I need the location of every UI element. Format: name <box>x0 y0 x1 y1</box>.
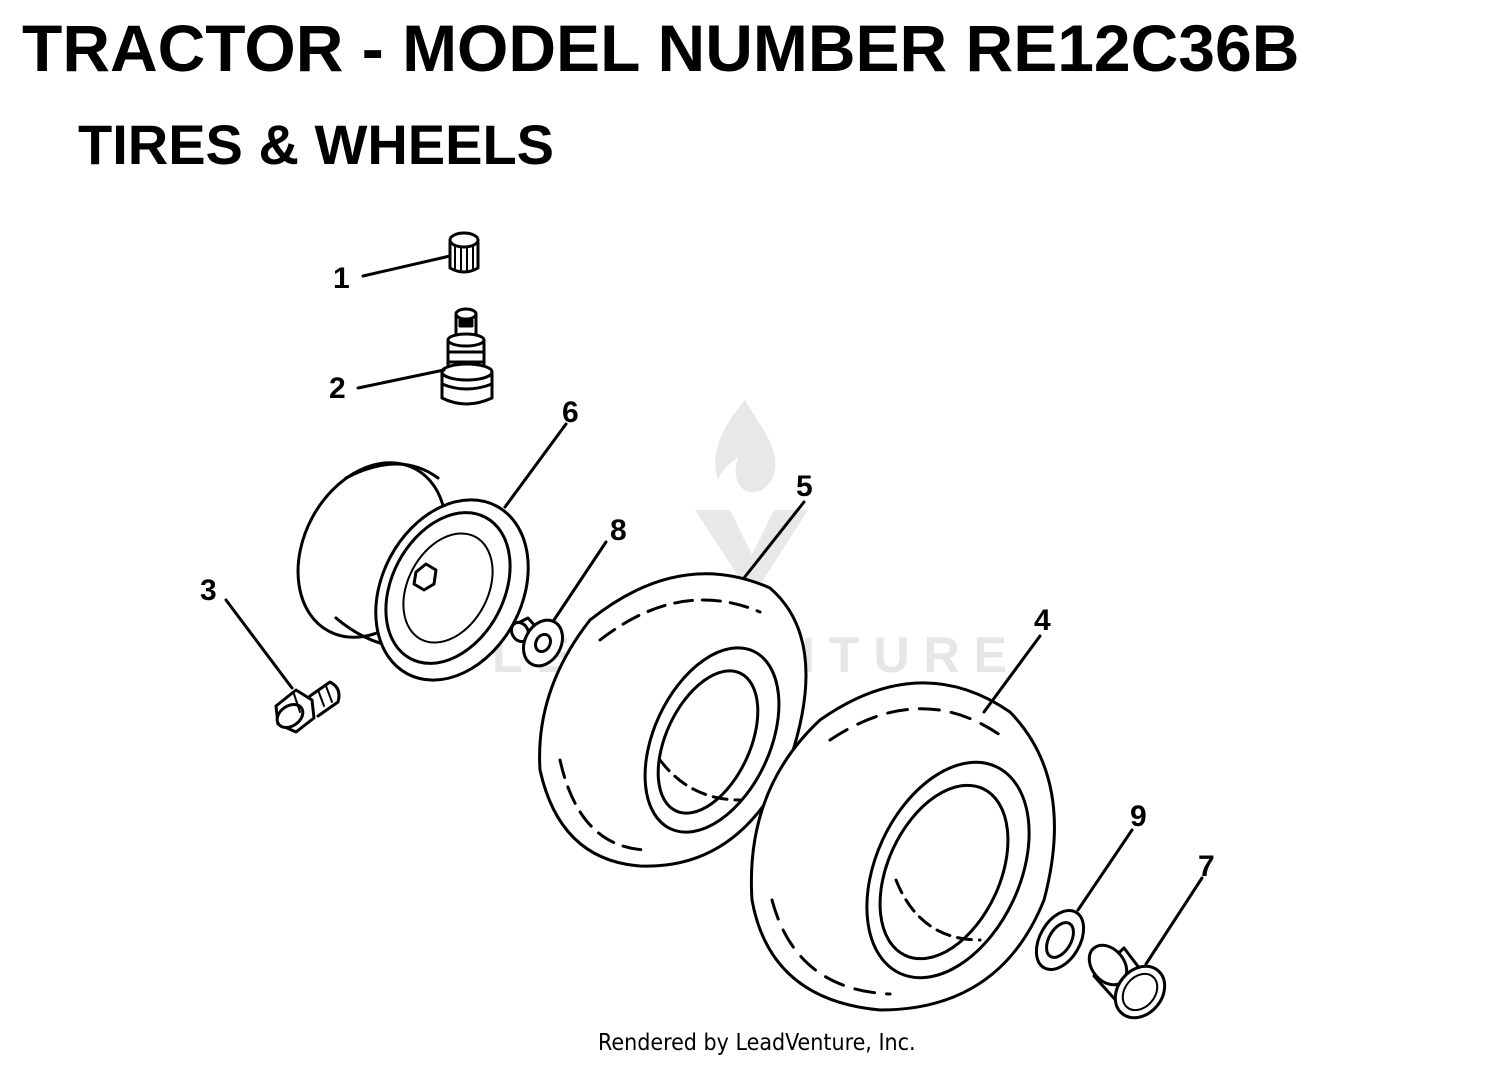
page-title: TRACTOR - MODEL NUMBER RE12C36B <box>22 11 1300 85</box>
bushing-icon <box>509 616 564 668</box>
valve-cap-icon <box>448 231 480 274</box>
leader-line-5 <box>742 500 806 580</box>
leader-line-4 <box>982 634 1042 714</box>
leader-line-8 <box>552 540 608 622</box>
washer-icon <box>1034 909 1086 971</box>
wheel-rim-icon <box>296 461 530 682</box>
callout-7: 7 <box>1198 850 1215 883</box>
callout-4: 4 <box>1034 604 1051 637</box>
leader-line-3 <box>224 598 294 690</box>
callout-6: 6 <box>562 396 579 429</box>
callout-8: 8 <box>610 514 627 547</box>
callout-2: 2 <box>329 372 346 405</box>
leader-line-2 <box>356 368 446 390</box>
callout-5: 5 <box>796 470 813 503</box>
callout-1: 1 <box>333 262 350 295</box>
leader-line-9 <box>1076 828 1134 912</box>
callout-9: 9 <box>1130 800 1147 833</box>
footer-credit: Rendered by LeadVenture, Inc. <box>598 1030 916 1056</box>
callout-3: 3 <box>200 574 217 607</box>
leader-line-7 <box>1144 876 1204 966</box>
leader-line-6 <box>503 422 568 509</box>
cap-icon <box>1087 943 1167 1020</box>
rear-tire-icon <box>749 681 1056 1012</box>
page-subtitle: TIRES & WHEELS <box>78 113 555 176</box>
front-tire-icon <box>538 572 808 868</box>
grease-fitting-icon <box>274 680 341 734</box>
v-logo-icon <box>695 510 808 585</box>
leader-line-1 <box>361 254 452 278</box>
flame-icon <box>715 400 776 493</box>
valve-stem-icon <box>440 307 494 406</box>
